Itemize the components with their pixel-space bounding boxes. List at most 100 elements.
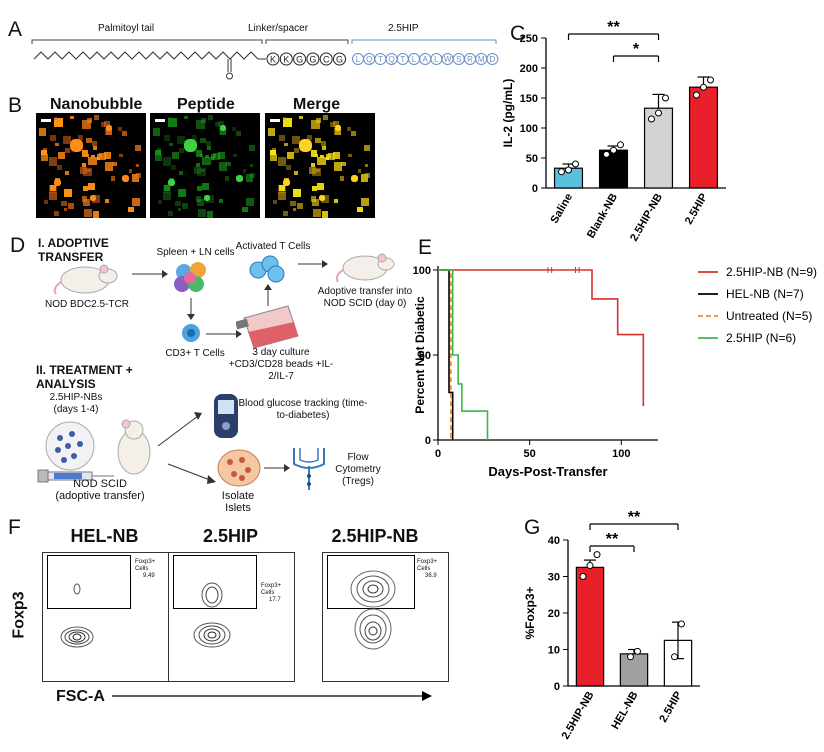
y-tick-label: 10: [548, 645, 560, 657]
peptide-residue-label: T: [378, 55, 383, 64]
fluorescent-spot: [364, 163, 368, 168]
contour-plot: [60, 583, 94, 648]
y-tick-label: 200: [520, 63, 538, 75]
legend-label: 2.5HIP-NB (N=9): [726, 265, 817, 279]
fluorescent-spot: [335, 125, 341, 131]
fluorescent-spot: [54, 117, 63, 127]
fluorescent-spot: [135, 163, 139, 168]
bar: [575, 566, 605, 687]
fluorescent-spot: [64, 170, 69, 175]
fluorescent-spot: [169, 143, 173, 147]
peptide-residue-label: Q: [388, 55, 394, 64]
fluorescent-spot: [218, 120, 225, 127]
fluorescent-spot: [270, 149, 277, 156]
fluorescent-spot: [87, 182, 96, 191]
fluorescent-spot: [325, 156, 330, 161]
fluorescent-spot: [197, 167, 206, 177]
fluorescent-spot: [322, 115, 328, 121]
peptide-residue-label: T: [400, 55, 405, 64]
fluorescent-spot: [100, 121, 107, 127]
y-tick-label: 100: [520, 123, 538, 135]
t-cell-icon: [182, 324, 200, 342]
fluorescent-spot: [278, 191, 287, 200]
fluorescent-spot: [333, 199, 339, 204]
fluorescent-spot: [83, 199, 90, 206]
micro-image-peptide: [150, 113, 260, 218]
fluorescent-spot: [289, 200, 296, 207]
fluorescent-spot: [357, 169, 362, 173]
fluorescent-spot: [44, 200, 48, 204]
fluorescent-spot: [53, 210, 60, 217]
fluorescent-spot: [195, 150, 202, 157]
category-label: Blank-NB: [585, 191, 620, 240]
data-point: [572, 160, 579, 168]
fluorescent-spot: [285, 165, 291, 171]
fluorescent-spot: [184, 139, 197, 152]
bar: [619, 653, 649, 687]
fluorescent-spot: [82, 163, 86, 167]
fluorescent-spot: [88, 156, 97, 166]
significance-label: **: [606, 531, 619, 548]
fluorescent-spot: [206, 211, 214, 218]
islet-icon: [217, 449, 261, 487]
fluorescent-spot: [49, 191, 58, 200]
fluorescent-spot: [339, 176, 345, 181]
fluorescent-spot: [177, 136, 185, 144]
fluorescent-spot: [195, 196, 202, 202]
fluorescent-spot: [196, 163, 200, 167]
flow-y-axis-label: Foxp3: [10, 591, 28, 639]
y-axis-label: Percent Not Diabetic: [413, 296, 427, 414]
fluorescent-spot: [204, 195, 210, 201]
data-point: [586, 562, 594, 570]
fluorescent-spot: [167, 116, 172, 121]
scale-bar: [270, 119, 280, 122]
fluorescent-spot: [172, 151, 180, 160]
arrow-icon: [264, 284, 272, 306]
fluorescent-spot: [197, 199, 204, 206]
fluorescent-spot: [128, 169, 133, 173]
nanobubble-dish-icon: [45, 421, 95, 471]
arrow-icon: [167, 463, 216, 484]
fluorescent-spot: [60, 200, 67, 207]
fluorescent-spot: [312, 167, 321, 177]
fluorescent-spot: [104, 162, 114, 171]
category-label: Saline: [549, 192, 576, 226]
fluorescent-spot: [41, 149, 48, 156]
peptide-residue-label: S: [456, 55, 461, 64]
x-tick-label: 0: [435, 448, 441, 460]
legend-label: HEL-NB (N=7): [726, 287, 804, 301]
fluorescent-spot: [333, 128, 341, 136]
linker-residue-label: G: [336, 55, 343, 65]
flow-title-hel-nb: HEL-NB: [70, 526, 139, 546]
flow-title-2-5hip-nb: 2.5HIP-NB: [331, 526, 419, 546]
fluorescent-spot: [360, 174, 369, 183]
linker-residue-circle: [306, 52, 320, 66]
y-tick-label: 50: [526, 153, 538, 165]
fluorescent-spot: [284, 143, 288, 147]
micro-title-merge: Merge: [293, 96, 341, 113]
scale-bar: [41, 119, 51, 122]
fluorescent-spot: [293, 147, 299, 153]
foxp3-gate: [327, 555, 415, 609]
fluorescent-spot: [319, 154, 324, 159]
fluorescent-spot: [273, 200, 277, 204]
spleen-label: Spleen + LN cells: [156, 247, 235, 258]
micro-image-nanobubble: [36, 113, 146, 218]
peptide-residue-label: R: [467, 55, 473, 64]
y-tick-label: 0: [554, 681, 560, 693]
fluorescent-spot: [242, 206, 248, 213]
fluorescent-spot: [212, 152, 221, 161]
fluorescent-spot: [201, 182, 210, 191]
arrow-icon: [206, 330, 242, 338]
activated-label: Activated T Cells: [235, 241, 311, 252]
y-tick-label: 100: [413, 265, 431, 277]
fluorescent-spot: [82, 186, 88, 192]
fluorescent-spot: [210, 156, 215, 161]
peptide-residue-label: A: [423, 55, 429, 64]
fluorescent-spot: [333, 162, 343, 171]
fluorescent-spot: [81, 150, 88, 157]
activated-cells-icon: [249, 255, 285, 283]
